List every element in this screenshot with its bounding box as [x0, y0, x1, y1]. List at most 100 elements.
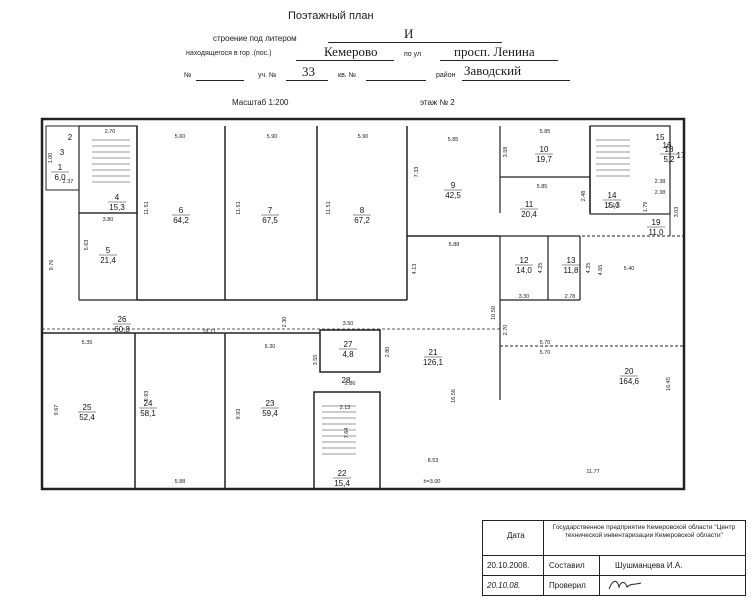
num-label: № — [184, 72, 192, 79]
dimension-label: 5.63 — [84, 240, 90, 251]
dimension-label: 5.60 — [175, 134, 186, 140]
title-stamp: Дата Государственное предприятие Кемеров… — [482, 520, 746, 596]
district-underline — [462, 80, 570, 81]
room-number: 3 — [60, 148, 65, 157]
stamp-divider — [543, 555, 544, 595]
room-number: 1 — [58, 163, 63, 172]
outer-wall — [40, 117, 686, 491]
dimension-label: 2.38 — [655, 190, 666, 196]
room-number: 27 — [344, 340, 353, 349]
kv-label: кв. № — [338, 72, 357, 79]
dimension-label: 18.11 — [202, 329, 215, 335]
walls — [40, 117, 686, 491]
room-area: 59,4 — [262, 409, 278, 418]
stair-hatching — [92, 139, 630, 455]
room-area: 5,2 — [663, 155, 675, 164]
stamp-divider — [599, 555, 600, 595]
room-number: 20 — [625, 367, 634, 376]
room-area: 6,0 — [54, 173, 66, 182]
litera-value: И — [404, 26, 414, 41]
room-area: 15,4 — [334, 479, 350, 488]
stamp-role2: Проверил — [549, 581, 586, 590]
scale-label: Масштаб 1:200 — [232, 98, 289, 107]
city-underline — [296, 60, 394, 61]
room-number: 8 — [360, 206, 365, 215]
dimension-label: 5.90 — [358, 134, 369, 140]
room-number: 19 — [652, 218, 661, 227]
kv-underline — [366, 80, 426, 81]
room-area: 11,0 — [649, 228, 665, 237]
district-label: район — [436, 72, 456, 79]
room-area: 4,8 — [342, 350, 354, 359]
room-area: 64,2 — [173, 216, 189, 225]
room-number: 28 — [342, 376, 351, 385]
room-number: 18 — [665, 145, 674, 154]
room-number: 11 — [525, 200, 534, 209]
street-underline — [440, 60, 558, 61]
floor-label: этаж № 2 — [420, 98, 455, 107]
room-area: 19,7 — [536, 155, 552, 164]
dimension-label: 2.48 — [581, 191, 587, 202]
dimension-label: 1.00 — [48, 153, 54, 164]
room-number: 12 — [520, 256, 529, 265]
room-number: 10 — [540, 145, 549, 154]
dimension-label: 3.80 — [103, 217, 114, 223]
dimension-label: 2.70 — [503, 325, 509, 336]
dimension-label: 2.70 — [105, 129, 116, 135]
litera-underline — [328, 42, 502, 43]
room-area: 15,3 — [109, 203, 125, 212]
dimension-label: 8.53 — [428, 458, 439, 464]
dimension-label: 5.70 — [540, 350, 551, 356]
stamp-date1: 20.10.2008. — [487, 561, 530, 570]
dimension-label: 4.13 — [412, 264, 418, 275]
street-label: по ул — [404, 51, 422, 58]
room-27-wall — [319, 329, 381, 373]
num-underline — [196, 80, 244, 81]
dimension-label: 5.85 — [448, 137, 459, 143]
room-number: 13 — [567, 256, 576, 265]
dimension-label: 2.37 — [63, 179, 74, 185]
room-area: 52,4 — [79, 413, 95, 422]
dimension-label: 2.13 — [340, 405, 351, 411]
dimension-label: 4.65 — [598, 265, 604, 276]
dimension-label: 7.33 — [414, 167, 420, 178]
dimension-label: 2.80 — [385, 347, 391, 358]
dimension-label: 3.30 — [519, 294, 530, 300]
dimension-label: 11.51 — [326, 201, 332, 214]
room-number: 23 — [266, 399, 275, 408]
room-number: 14 — [608, 191, 617, 200]
uch-label: уч. № — [258, 72, 277, 79]
city-value: Кемерово — [324, 44, 378, 59]
stamp-name1: Шушманцева И.А. — [615, 561, 683, 570]
dimension-label: 9.67 — [54, 405, 60, 416]
stair-wall — [313, 391, 381, 490]
district-value: Заводский — [464, 63, 522, 78]
room-area: 21,4 — [100, 256, 116, 265]
street-value: просп. Ленина — [454, 44, 535, 59]
located-label: находящегося в гор .(пос.) — [186, 50, 272, 57]
room-area: 58,1 — [140, 409, 156, 418]
dimension-label: 3.03 — [674, 207, 680, 218]
stamp-role1: Составил — [549, 561, 585, 570]
dimension-label: 2.38 — [655, 179, 666, 185]
dimension-label: 5.85 — [540, 129, 551, 135]
room-area: 15,3 — [604, 201, 620, 210]
dimension-label: 11.77 — [586, 469, 599, 475]
dimension-label: 2.30 — [282, 317, 288, 328]
dimension-label: 4.25 — [538, 263, 544, 274]
dimension-label: 11.51 — [144, 201, 150, 214]
room-area: 42,5 — [445, 191, 461, 200]
dimension-label: 9.93 — [144, 391, 150, 402]
room-number: 5 — [106, 246, 111, 255]
dimension-label: 3.50 — [343, 321, 354, 327]
dimension-label: 16.45 — [666, 377, 672, 391]
dimension-label: 5.90 — [267, 134, 278, 140]
dimension-label: 5.35 — [82, 340, 93, 346]
room-number: 21 — [429, 348, 438, 357]
room-number: 24 — [144, 399, 153, 408]
uch-underline — [286, 80, 328, 81]
room-number: 9 — [451, 181, 456, 190]
dimension-label: 2.86 — [345, 381, 356, 387]
dimension-label: 11.51 — [236, 201, 242, 214]
